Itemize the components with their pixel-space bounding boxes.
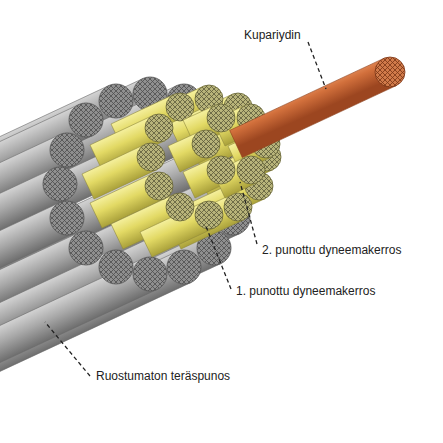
steel-strand-bodies	[0, 79, 247, 443]
dyneema-layer-1	[82, 85, 281, 257]
part-label: 2. punottu dyneemakerros	[262, 243, 401, 257]
part-label: 1. punottu dyneemakerros	[236, 284, 375, 298]
part-label: Ruostumaton teräspunos	[96, 369, 230, 383]
part-label: Kupariydin	[244, 28, 301, 42]
copper-core	[230, 57, 405, 158]
steel-strand-ends	[43, 77, 257, 291]
leader-lines	[45, 42, 326, 376]
